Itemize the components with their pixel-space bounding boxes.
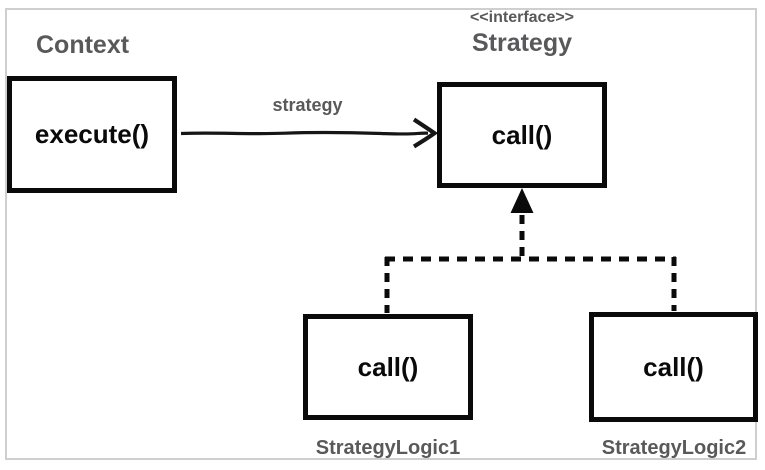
logic2-call-method-label: call() [643,351,704,382]
strategy-interface-box: call() [437,82,607,188]
strategylogic1-class-box: call() [303,314,473,420]
logic1-call-method-label: call() [357,351,419,382]
execute-method-label: execute() [34,119,150,149]
strategylogic2-class-box: call() [589,312,758,422]
strategy-call-method-label: call() [491,119,553,150]
strategylogic2-class-title: StrategyLogic2 [601,437,747,459]
association-open-arrowhead-icon [412,117,439,149]
context-class-box: execute() [7,76,177,193]
realization-arrowhead-icon [510,188,534,213]
association-label-strategy: strategy [272,95,343,115]
strategy-interface-title: Strategy [471,29,573,57]
association-line [180,130,429,136]
strategylogic1-class-title: StrategyLogic1 [315,437,461,459]
interface-stereotype-label: <<interface>> [469,9,575,26]
context-class-title: Context [36,31,130,59]
